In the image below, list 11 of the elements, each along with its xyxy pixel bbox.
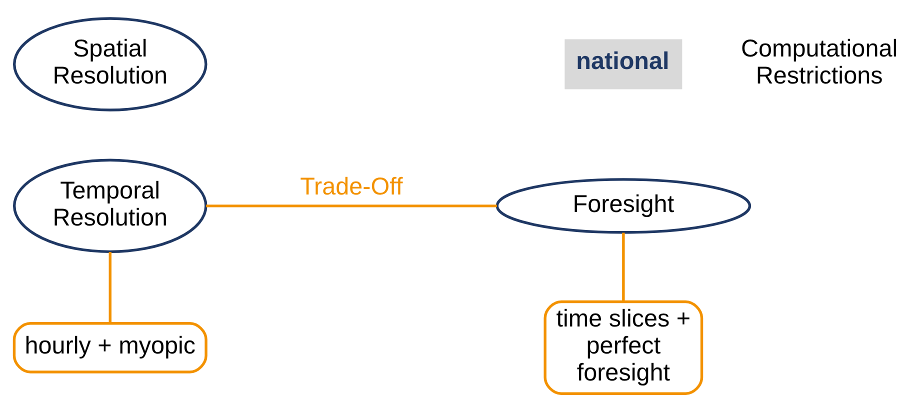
node-box: time slices + perfect foresight: [544, 300, 704, 394]
connector: [622, 232, 625, 301]
node-ellipse: Foresight: [496, 178, 752, 234]
connector: [206, 204, 497, 207]
node-box: hourly + myopic: [12, 322, 208, 373]
edge-label: Trade-Off: [300, 172, 403, 200]
node-ellipse: Spatial Resolution: [12, 16, 208, 111]
node-ellipse: Temporal Resolution: [12, 158, 208, 253]
connector: [108, 252, 112, 323]
label: Computational Restrictions: [740, 35, 898, 90]
node-box: national: [564, 38, 682, 89]
